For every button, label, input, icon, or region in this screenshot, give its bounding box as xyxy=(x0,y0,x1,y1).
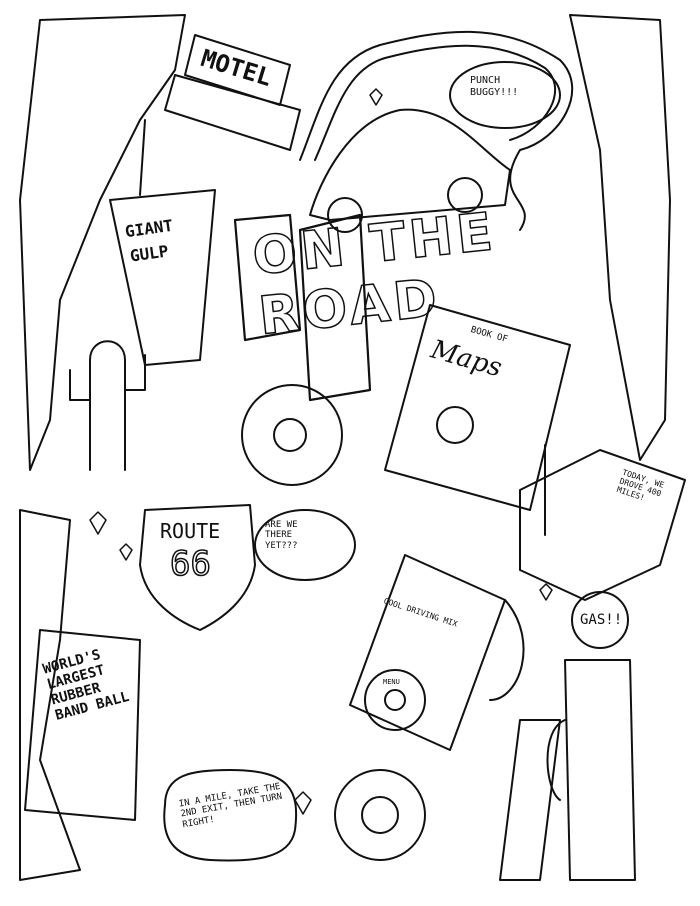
bubble-are-we-there xyxy=(254,509,356,581)
map-border-bottom-right xyxy=(499,719,561,881)
giant-gulp-cup xyxy=(109,119,216,366)
decorative-hearts xyxy=(89,88,553,815)
beetle-car xyxy=(309,108,511,233)
punch-buggy-text: PUNCH BUGGY!!! xyxy=(470,75,519,98)
route-sign-number: 66 xyxy=(169,544,211,585)
map-border-top-left xyxy=(19,14,186,471)
bubble-directions xyxy=(163,769,298,862)
route-sign-label: ROUTE xyxy=(160,519,221,543)
map-border-top-right xyxy=(569,14,671,461)
gas-sign-text: GAS!! xyxy=(580,612,623,628)
book-of-maps xyxy=(384,304,571,511)
map-border-left xyxy=(19,509,81,881)
music-player xyxy=(349,554,506,751)
tire xyxy=(334,769,426,861)
notebook xyxy=(519,449,686,601)
bubble-punch-buggy xyxy=(449,61,561,129)
route-66-shield xyxy=(139,504,256,631)
donut xyxy=(241,384,343,486)
compass-icon xyxy=(436,406,474,444)
player-menu-text: MENU xyxy=(383,678,400,686)
road-top xyxy=(299,30,574,231)
gas-pump xyxy=(546,591,636,881)
motel-sign xyxy=(164,34,301,151)
title-outline-letters xyxy=(233,213,372,402)
are-we-there-text: ARE WE THERE YET??? xyxy=(265,520,298,551)
rubber-band-sign xyxy=(24,629,141,821)
cactus xyxy=(69,340,146,471)
